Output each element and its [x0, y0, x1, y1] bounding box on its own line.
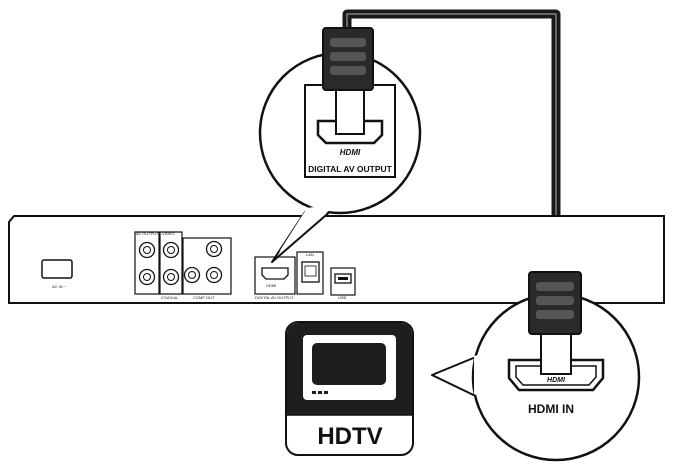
hdtv-label: HDTV [317, 423, 382, 450]
panel-digital-av-output-label: DIGITAL AV OUTPUT [255, 295, 294, 300]
av-output-label: AV OUTPUT [136, 231, 159, 236]
comp-out-panel [182, 237, 232, 295]
usb-label: USB [338, 295, 347, 300]
ac-in-label: AC IN ~ [52, 284, 67, 289]
lan-label: LAN [306, 252, 314, 257]
tv-screen [312, 343, 386, 385]
comp-out-label: COMP OUT [193, 295, 215, 300]
video-label: VIDEO [162, 231, 174, 236]
player-rear-panel: AC IN ~ AV OUTPUT VIDEO COAXIAL COMP OUT… [8, 215, 665, 304]
hdtv-device: HDTV [285, 321, 489, 456]
zoom-port-label: DIGITAL AV OUTPUT [308, 164, 393, 174]
tv-port-zoom-callout: HDMI HDMI IN [471, 271, 641, 462]
ac-in-socket [41, 259, 73, 279]
coaxial-label: COAXIAL [161, 295, 179, 300]
player-port-zoom-callout: HDMI DIGITAL AV OUTPUT [258, 27, 422, 263]
panel-hdmi-label: HDMI [266, 283, 276, 288]
tv-hdmi-logo: HDMI [547, 377, 566, 384]
zoom-hdmi-logo: HDMI [340, 148, 361, 157]
panel-hdmi-port [261, 267, 289, 280]
hdmi-in-label: HDMI IN [528, 402, 574, 416]
